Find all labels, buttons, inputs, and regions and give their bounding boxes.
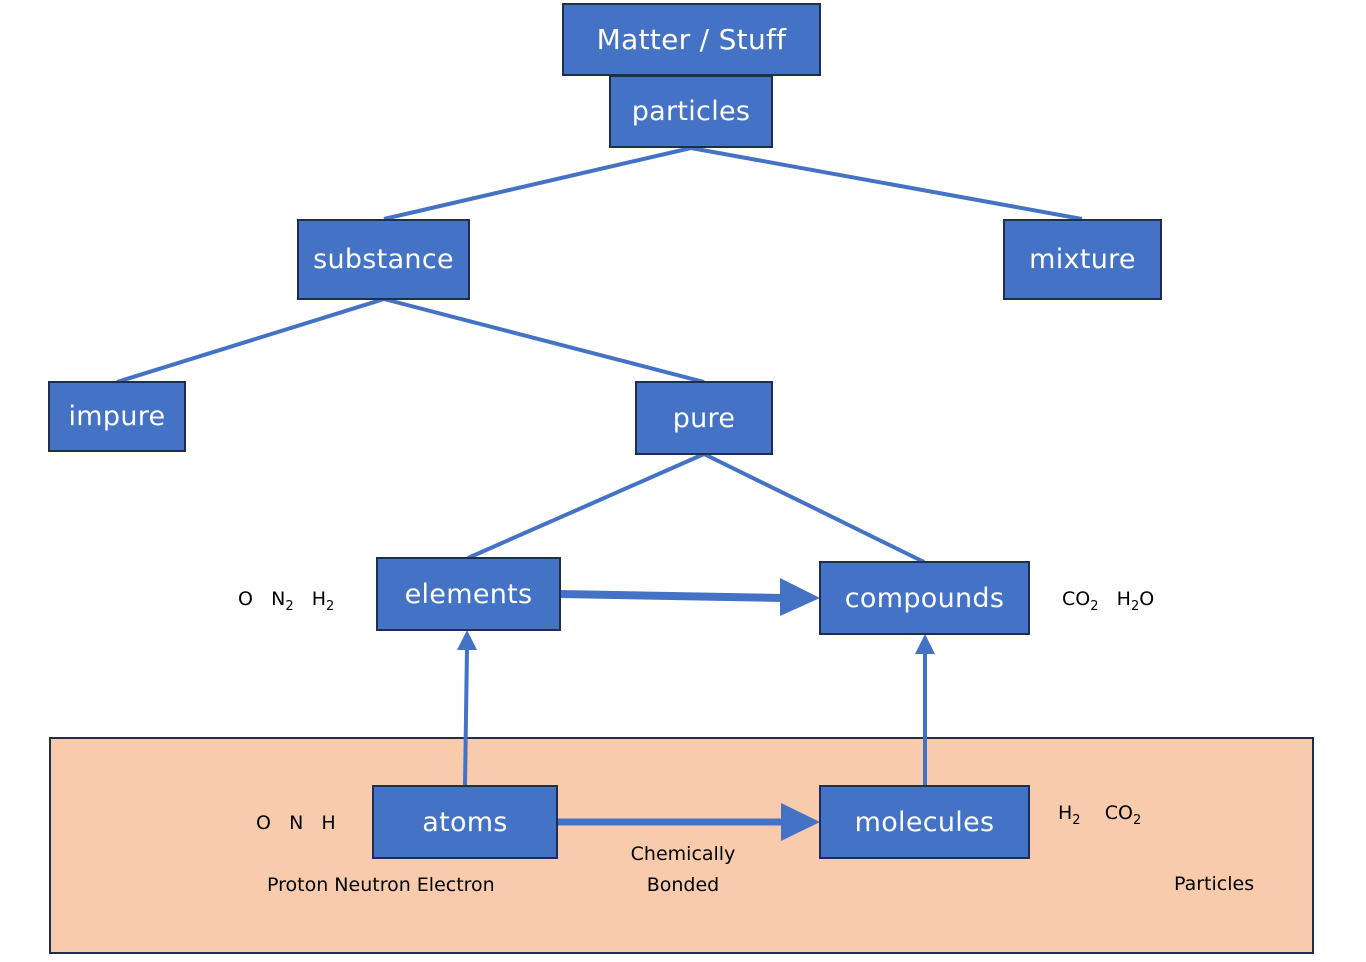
formula-h2: H2 xyxy=(311,588,335,614)
formula-o: O xyxy=(238,588,253,610)
node-impure[interactable]: impure xyxy=(48,381,186,452)
edge-particles-substance xyxy=(383,146,692,221)
node-mixture[interactable]: mixture xyxy=(1003,219,1162,300)
arrow-atoms-elements-shaft xyxy=(463,647,469,787)
arrow-molecules-compounds-head xyxy=(915,634,935,654)
formula-subscript: 2 xyxy=(285,599,294,614)
subatomic-particles-label: Proton Neutron Electron xyxy=(267,874,495,896)
formula-symbol: O xyxy=(238,588,253,610)
formula-n2: N2 xyxy=(271,588,294,614)
edge-particles-mixture xyxy=(690,146,1083,221)
formula-subscript: 2 xyxy=(1132,813,1142,828)
edge-pure-elements xyxy=(467,452,705,560)
formula-co2: CO2 xyxy=(1062,588,1099,614)
node-pure[interactable]: pure xyxy=(635,381,773,455)
node-elements[interactable]: elements xyxy=(376,557,561,631)
node-substance[interactable]: substance xyxy=(297,219,470,300)
elements-examples: O N2 H2 xyxy=(238,588,334,614)
formula-tail: O xyxy=(1139,588,1155,610)
bond-label: Chemically Bonded xyxy=(613,839,753,901)
formula-h2o: H2O xyxy=(1116,588,1155,614)
arrow-atoms-elements-head xyxy=(457,630,477,650)
arrow-elements-compounds-shaft xyxy=(559,590,785,602)
formula-symbol: H xyxy=(1116,588,1131,610)
node-matter[interactable]: Matter / Stuff xyxy=(562,3,821,76)
node-atoms[interactable]: atoms xyxy=(372,785,558,859)
compounds-examples: CO2 H2O xyxy=(1062,588,1154,614)
molecules-examples: H2 CO2 xyxy=(1058,802,1141,828)
edge-substance-impure xyxy=(116,297,385,384)
particles-panel xyxy=(49,737,1314,954)
node-compounds[interactable]: compounds xyxy=(819,561,1030,635)
formula-subscript: 2 xyxy=(1072,813,1081,828)
bond-label-line2: Bonded xyxy=(646,874,720,896)
formula-symbol: H xyxy=(1058,802,1073,824)
arrow-elements-compounds-head xyxy=(780,578,820,616)
node-particles[interactable]: particles xyxy=(609,75,773,148)
formula-co2: CO2 xyxy=(1104,802,1142,828)
formula-subscript: 2 xyxy=(1130,599,1140,614)
panel-label-particles: Particles xyxy=(1174,873,1255,895)
formula-subscript: 2 xyxy=(1090,599,1099,614)
formula-h2: H2 xyxy=(1058,802,1081,828)
formula-symbol: CO xyxy=(1062,588,1091,610)
edge-pure-compounds xyxy=(703,452,925,564)
arrow-atoms-molecules-head xyxy=(781,803,820,841)
formula-symbol: N xyxy=(271,588,286,610)
formula-symbol: H xyxy=(311,588,327,610)
atoms-examples: O N H xyxy=(256,812,336,834)
bond-label-line1: Chemically xyxy=(630,843,736,865)
formula-subscript: 2 xyxy=(326,599,335,614)
node-molecules[interactable]: molecules xyxy=(819,785,1030,859)
formula-symbol: CO xyxy=(1104,802,1133,824)
edge-substance-pure xyxy=(383,297,705,384)
